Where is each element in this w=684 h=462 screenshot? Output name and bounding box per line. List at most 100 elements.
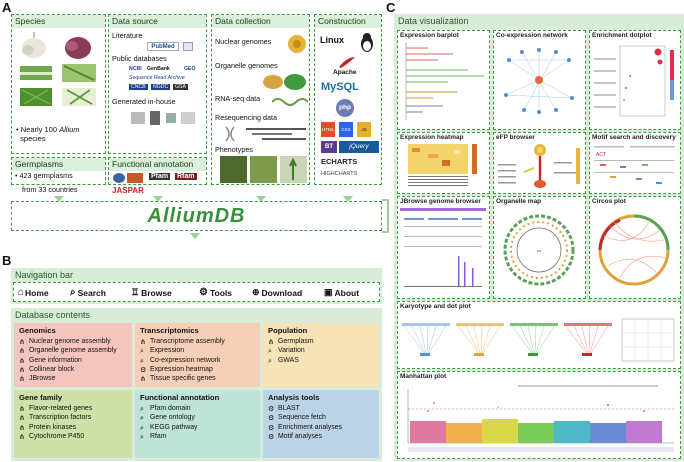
coexp-title: Co-expression network [496,32,568,39]
js-logo: JS [357,122,371,137]
collection-card: Data collection Nuclear genomes Organell… [211,14,310,185]
right-bracket-arrow [382,199,389,233]
nav-search[interactable]: ⌕Search [70,287,106,298]
onion-photo [65,37,91,59]
tux-icon [361,33,373,52]
transcriptomics-item[interactable]: ⚙Expression heatmap [140,365,213,375]
search-icon: ⌕ [140,357,144,365]
heatmap-card: Expression heatmap [397,132,490,194]
species-description: • Nearly 100 Allium species [16,125,104,143]
genefamily-item[interactable]: ⋔Protein kinases [19,423,77,432]
nav-tools[interactable]: ⚙Tools [199,287,232,298]
tree-icon: ⋔ [19,357,25,365]
sequencer-icon [131,112,145,124]
tree-icon: ⋔ [19,367,25,375]
document-icon [183,42,193,51]
gear-icon: ⚙ [268,406,275,414]
barplot-card: Expression barplot [397,30,490,130]
leek-photo [20,66,52,80]
analysis-item[interactable]: ⚙Sequence fetch [268,414,326,423]
db-contents-section: Database contents Genomics ⋔Nuclear geno… [11,308,382,461]
functional-card: Functional annotation Pfam Rfam [108,157,207,185]
genomics-item[interactable]: ⋔JBrowse [19,375,56,384]
download-icon: ⊕ [252,287,260,297]
literature-label: Literature [112,31,143,40]
search-icon: ⌕ [140,348,144,356]
ncbi-logo: NCBI [129,66,142,72]
go-icon [113,173,125,183]
population-item[interactable]: ⌕GWAS [268,356,299,365]
motif-title: Motif search and discovery [592,134,676,141]
population-item[interactable]: ⌕Variation [268,347,305,356]
funcann-item[interactable]: ⌕Pfam domain [140,405,191,414]
funcann-item[interactable]: ⌕KEGG pathway [140,423,198,432]
apache-logo: Apache [333,69,357,76]
funcann-title: Functional annotation [140,393,220,402]
analysis-title: Analysis tools [268,393,320,402]
transcriptomics-item[interactable]: ⌕Expression [140,347,185,356]
genomics-item[interactable]: ⋔Organelle genome assembly [19,347,117,356]
circos-card: Circos plot [589,196,681,299]
inhouse-icons [131,111,195,125]
germplasms-title: Germplasms [12,158,105,171]
organelle-label: Organelle genomes [215,61,278,70]
efp-card: eFP browser [493,132,586,194]
organelle-title: Organelle map [496,198,542,205]
species-card: Species • Nearly 100 Allium species [11,14,106,154]
tree-icon: ♖ [131,287,140,297]
genomics-box: Genomics ⋔Nuclear genome assembly ⋔Organ… [14,323,132,387]
vis-section: Data visualization Expression barplot Co… [394,14,684,461]
population-box: Population ⋔Germplasm ⌕Variation ⌕GWAS [263,323,379,387]
germplasms-line2: from 33 countries [22,185,78,194]
analysis-item[interactable]: ⚙Motif analyses [268,432,323,442]
species-title: Species [12,15,105,28]
analysis-item[interactable]: ⚙BLAST [268,405,300,414]
genomics-item[interactable]: ⋔Nuclear genome assembly [19,338,111,347]
chloroplast-icon [284,74,306,90]
transcriptomics-item[interactable]: ⋔Transcriptome assembly [140,338,225,347]
ngdc-logo: NGDC [151,84,171,90]
nav-home[interactable]: ⌂Home [18,287,49,298]
down-arrow [256,196,266,202]
nav-browse[interactable]: ♖Browse [131,287,172,298]
germplasms-card: Germplasms • 423 germplasms [11,157,106,185]
genomics-item[interactable]: ⋔Collinear block [19,365,75,375]
rnaseq-label: RNA-seq data [215,94,261,103]
genefamily-item[interactable]: ⋔Flavor-related genes [19,405,93,414]
manhattan-card: Manhattan plot [397,371,681,459]
pfam-logo: Pfam [149,173,171,180]
funcann-item[interactable]: ⌕Rfam [140,432,167,442]
svg-text:•••: ••• [537,248,542,253]
search-icon: ⌕ [268,348,272,356]
coexp-thumb [504,48,574,114]
search-icon: ⌕ [70,287,76,298]
genefamily-item[interactable]: ⋔Transcription factors [19,414,92,423]
genefamily-item[interactable]: ⋔Cytochrome P450 [19,432,85,442]
chat-icon: ▣ [324,287,333,297]
html-logo: HTML [321,122,335,137]
welsh-onion-photo [62,88,96,106]
jbrowse-title: JBrowse genome browser [400,198,481,205]
server-icon [150,111,160,125]
tree-icon: ⋔ [19,415,25,423]
scallion-photo [62,64,96,82]
transcriptomics-item[interactable]: ⋔Tissue specific genes [140,375,216,384]
nav-download[interactable]: ⊕Download [252,287,302,298]
coexp-card: Co-expression network [493,30,586,130]
species-genus: Allium [59,125,80,134]
tree-icon: ⋔ [19,434,25,442]
genomics-item[interactable]: ⋔Gene information [19,356,82,365]
sra-logo: Sequence Read Archive [129,75,185,81]
funcann-item[interactable]: ⌕Gene ontology [140,414,195,423]
cncb-logo: CNCB [129,84,148,90]
nav-about[interactable]: ▣About [324,287,359,298]
analysis-item[interactable]: ⚙Enrichment analyses [268,423,342,432]
population-item[interactable]: ⋔Germplasm [268,338,314,347]
transcriptomics-item[interactable]: ⌕Co-expression network [140,356,221,365]
manhattan-thumb [407,385,674,452]
organelle-icons [263,74,306,90]
gear-icon: ⚙ [268,415,275,423]
transcriptomics-box: Transcriptomics ⋔Transcriptome assembly … [135,323,260,387]
php-logo: php [336,99,354,117]
